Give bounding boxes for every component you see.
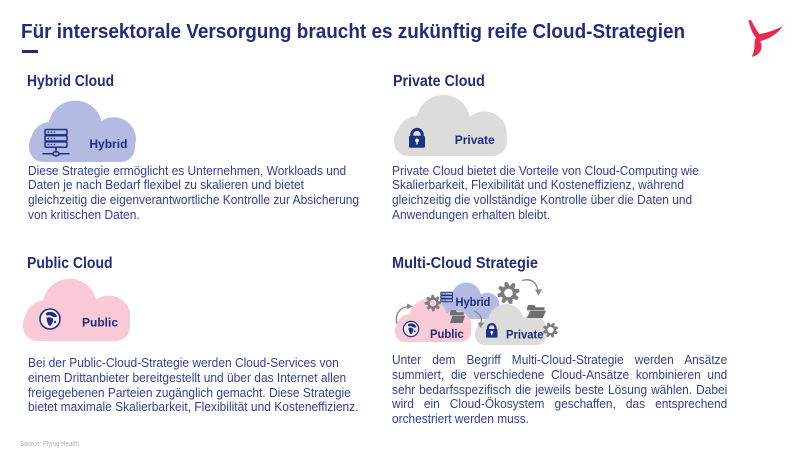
svg-text:Public: Public [82, 315, 118, 329]
svg-text:Hybrid: Hybrid [89, 137, 127, 151]
svg-text:Private: Private [455, 133, 495, 147]
svg-text:Public: Public [430, 328, 464, 341]
svg-text:Private: Private [506, 328, 544, 341]
svg-text:Hybrid: Hybrid [456, 297, 491, 309]
